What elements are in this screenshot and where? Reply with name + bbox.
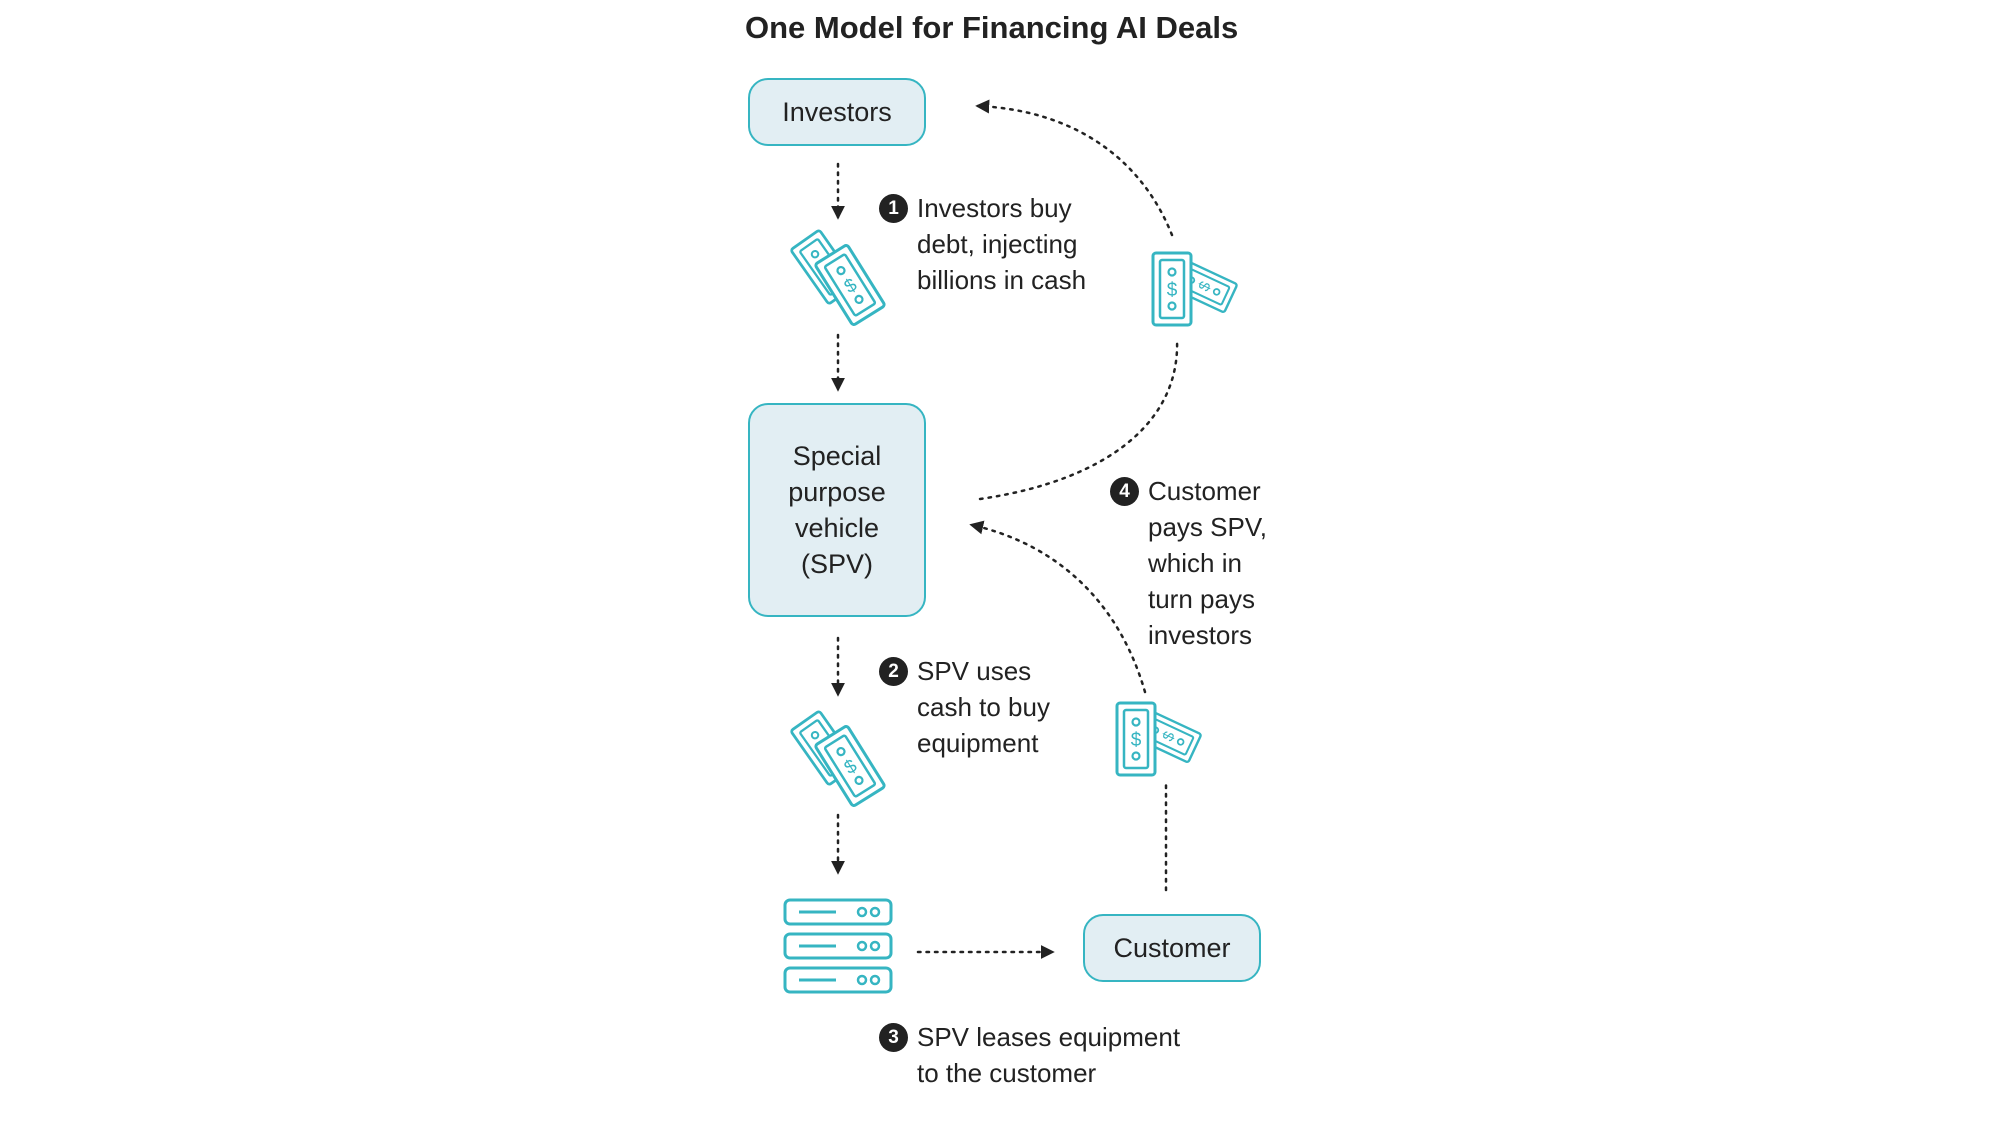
server-rack-icon [783,898,893,994]
step-3-line: to the customer [917,1058,1097,1088]
step-4-line: which in [1148,548,1242,578]
spv-label-line: Special [792,441,882,471]
customer-node: Customer [1083,914,1261,982]
customer-label: Customer [1113,933,1231,963]
step-4-line: Customer [1148,476,1261,506]
step-number-badge: 3 [879,1023,908,1052]
step-1-line: debt, injecting [917,229,1078,259]
step-2-line: equipment [917,728,1039,758]
step-3-line: SPV leases equipment [917,1022,1181,1052]
step-1-line: billions in cash [917,265,1087,295]
cash-icon [1117,703,1201,775]
step-2-line: cash to buy [917,692,1050,722]
spv-label-line: purpose [788,477,886,507]
spv-node: Special purpose vehicle (SPV) [748,403,926,617]
spv-label-line: vehicle [794,513,880,543]
step-number-badge: 4 [1110,477,1139,506]
step-1-line: Investors buy [917,193,1072,223]
step-4-line: investors [1148,620,1253,650]
step-4-line: pays SPV, [1148,512,1268,542]
step-4-line: turn pays [1148,584,1255,614]
cash-icon [791,230,886,326]
investors-label: Investors [782,97,892,127]
arrow-spv-to-investor-return [978,338,1179,501]
cash-icon [791,711,886,807]
step-number-badge: 2 [879,657,908,686]
step-number-badge: 1 [879,194,908,223]
diagram-title: One Model for Financing AI Deals [745,10,1239,45]
step-2-line: SPV uses [917,656,1032,686]
arrow-return-to-investors [975,99,1174,237]
arrow-customer-payment-to-spv [969,520,1147,694]
spv-label-line: (SPV) [800,549,873,579]
cash-icon [1153,253,1237,325]
investors-node: Investors [748,78,926,146]
